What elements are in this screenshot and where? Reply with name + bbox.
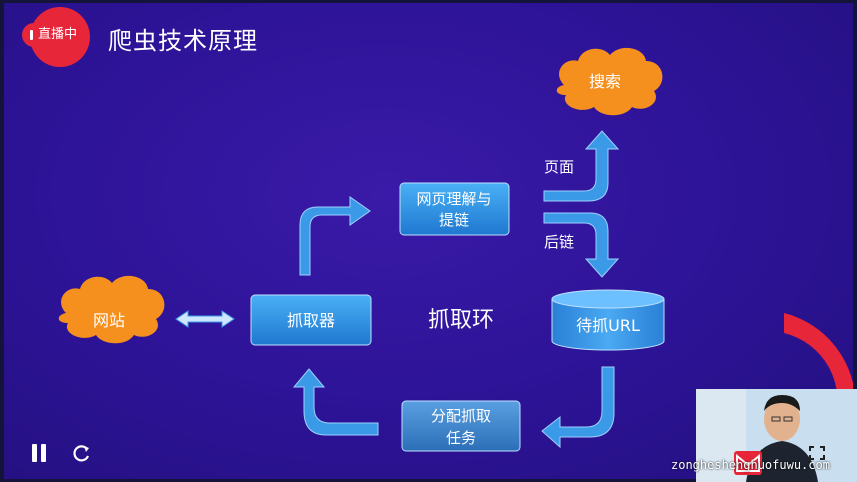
edge-label-page: 页面	[544, 158, 574, 176]
refresh-icon	[73, 445, 90, 462]
task-label-line1: 分配抓取	[431, 407, 491, 425]
crawler-label: 抓取器	[287, 311, 335, 330]
edge-label-links: 后链	[544, 233, 574, 251]
refresh-button[interactable]	[72, 443, 92, 463]
arrow-parse-to-queue	[543, 212, 620, 278]
pause-icon-bar	[41, 444, 46, 462]
search-cloud: 搜索	[556, 47, 663, 116]
website-crawler-double-arrow	[175, 310, 235, 328]
parse-label-line1: 网页理解与	[416, 190, 491, 208]
arrow-queue-to-task	[541, 366, 615, 449]
task-box: 分配抓取 任务	[401, 400, 521, 452]
presenter-camera	[696, 389, 857, 482]
url-queue-cylinder: 待抓URL	[551, 289, 665, 351]
parse-box: 网页理解与 提链	[399, 182, 510, 236]
task-label-line2: 任务	[446, 429, 476, 447]
website-cloud: 网站	[58, 275, 165, 344]
arrow-crawler-to-parse	[299, 196, 371, 276]
arrow-parse-to-search	[543, 130, 620, 202]
slide-stage: 直播中 爬虫技术原理 搜索	[4, 3, 853, 479]
player-controls	[0, 432, 700, 482]
live-badge: 直播中	[22, 23, 88, 47]
mail-logo-icon	[734, 451, 762, 475]
live-badge-label: 直播中	[38, 27, 78, 42]
parse-label-line2: 提链	[439, 211, 469, 229]
arrow-task-to-crawler	[292, 368, 379, 436]
site-watermark: zongheshenghuofuwu.com	[671, 458, 830, 472]
url-queue-label: 待抓URL	[576, 316, 640, 335]
slide-title: 爬虫技术原理	[108, 27, 258, 55]
crawler-box: 抓取器	[250, 294, 372, 346]
website-label: 网站	[93, 311, 125, 330]
pause-icon	[32, 444, 37, 462]
live-bars-icon	[30, 30, 33, 40]
search-label: 搜索	[589, 72, 621, 91]
crawler-diagram: 搜索 网站 抓取器 抓取环 网页理解与 提链 待抓URL	[58, 47, 853, 452]
loop-center-label: 抓取环	[428, 308, 494, 333]
fullscreen-icon[interactable]	[809, 446, 825, 460]
pause-button[interactable]	[30, 444, 48, 464]
presenter-avatar	[696, 389, 857, 482]
